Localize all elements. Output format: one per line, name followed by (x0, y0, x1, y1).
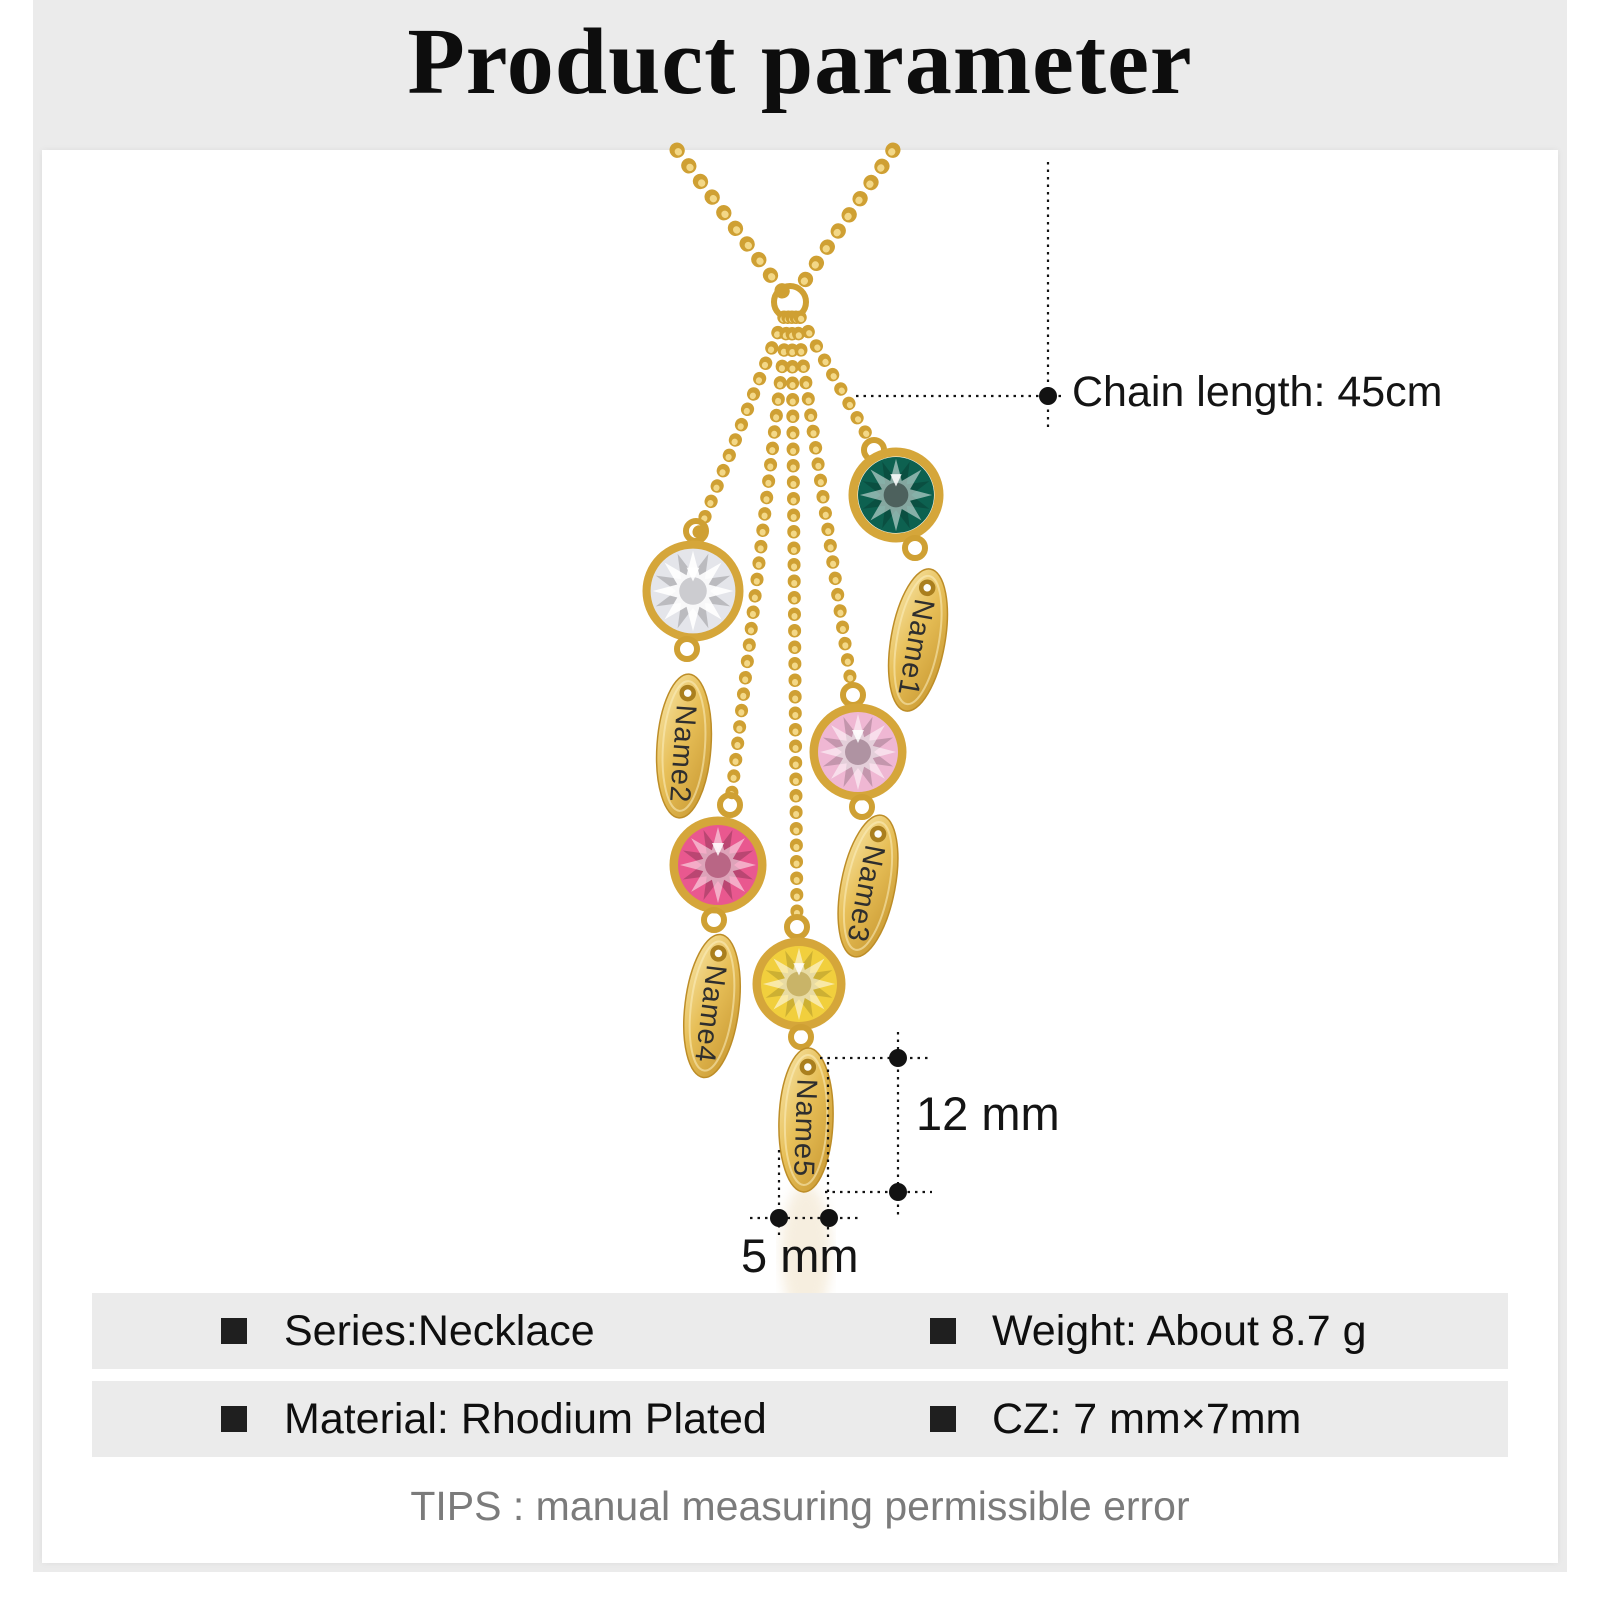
gem-green (848, 447, 944, 543)
spec-row-1: Series:Necklace Weight: About 8.7 g (92, 1293, 1508, 1369)
spec-weight: Weight: About 8.7 g (992, 1307, 1367, 1355)
chain-length-label: Chain length: 45cm (1072, 368, 1443, 416)
tag-hole (710, 945, 727, 962)
tag-hole (918, 579, 936, 597)
name-tag-4: Name4 (683, 933, 741, 1079)
tag-width-label: 5 mm (741, 1229, 859, 1282)
tag-width-dot-left (770, 1209, 788, 1227)
tag-height-label: 12 mm (916, 1087, 1060, 1140)
measurement-lines (750, 162, 1062, 1240)
page-title: Product parameter (407, 10, 1193, 114)
tag-hole (679, 684, 696, 702)
tag-hole (869, 825, 887, 843)
bullet-square-icon (930, 1406, 956, 1432)
gem-pink (808, 702, 908, 802)
spec-series: Series:Necklace (284, 1307, 595, 1355)
tag-height-dot-bottom (889, 1183, 907, 1201)
bullet-square-icon (221, 1406, 247, 1432)
pendant-pink: Name3 (808, 682, 908, 958)
bullet-square-icon (221, 1318, 247, 1344)
name-tag-5: Name5 (778, 1047, 834, 1193)
pendant-chains (692, 310, 879, 927)
pendant-yellow: Name5 (751, 914, 847, 1193)
chain-length-dot (1039, 387, 1057, 405)
spec-material: Material: Rhodium Plated (284, 1395, 767, 1443)
necklace-top-chain (669, 142, 901, 321)
tag-width-dot-right (820, 1209, 838, 1227)
spec-row-2: Material: Rhodium Plated CZ: 7 mm×7mm (92, 1381, 1508, 1457)
name-tag-2: Name2 (655, 673, 713, 819)
pendant-rose: Name4 (668, 792, 768, 1079)
pendant-green: Name1 (848, 437, 949, 712)
spec-cz-size: CZ: 7 mm×7mm (992, 1395, 1302, 1443)
gem-rose (668, 815, 768, 915)
tag-label-2: Name2 (663, 704, 702, 804)
tag-label-5: Name5 (787, 1078, 822, 1178)
pendant-clear: Name2 (640, 518, 746, 819)
name-tag-3: Name3 (837, 814, 899, 958)
tag-height-dot-top (889, 1049, 907, 1067)
tag-hole (799, 1058, 817, 1076)
gem-clear (640, 538, 746, 644)
tips-note: TIPS : manual measuring permissible erro… (410, 1483, 1190, 1529)
bullet-square-icon (930, 1318, 956, 1344)
name-tag-1: Name1 (887, 568, 949, 712)
gem-yellow (751, 936, 847, 1032)
